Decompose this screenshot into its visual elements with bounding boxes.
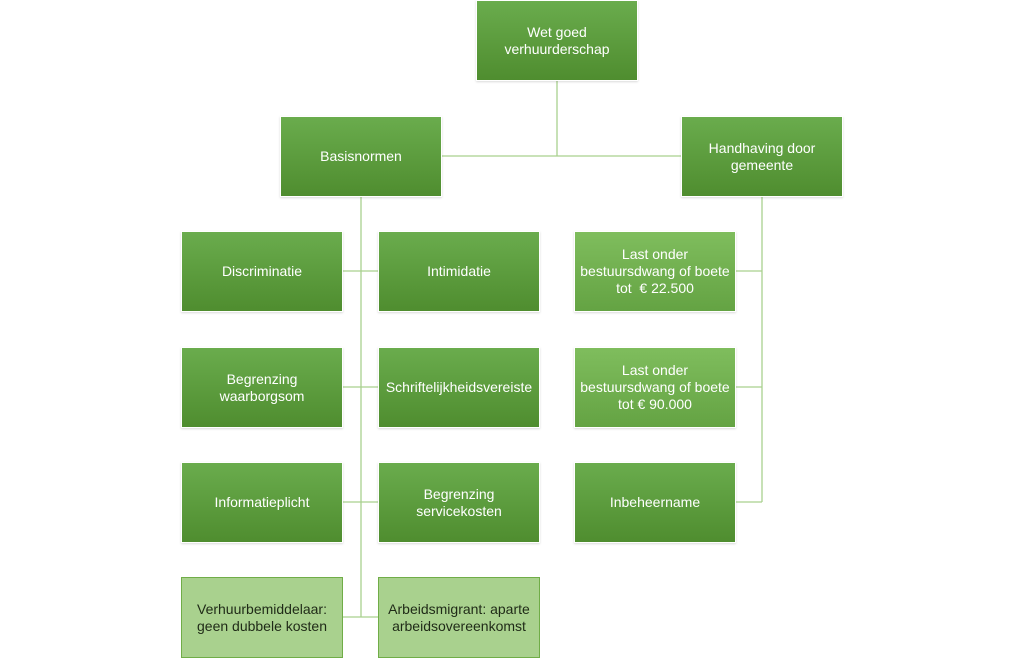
node-handhaving-door-gemeente: Handhaving door gemeente: [681, 116, 843, 197]
node-label-line: Arbeidsmigrant: aparte: [388, 600, 530, 617]
node-label: Intimidatie: [427, 263, 491, 279]
node-last-onder-bestuursdwang-90000: Last onder bestuursdwang of boete tot € …: [574, 347, 736, 428]
node-label-line: tot € 22.500: [616, 280, 694, 296]
node-inbeheername: Inbeheername: [574, 462, 736, 543]
node-label-line: Begrenzing: [226, 370, 298, 387]
node-label-line: Last onder: [621, 362, 689, 378]
node-label-line: gemeente: [730, 156, 794, 173]
node-label-line: Handhaving door: [708, 139, 816, 156]
node-label: Discriminatie: [221, 263, 303, 279]
node-label-line: geen dubbele kosten: [197, 617, 327, 634]
node-last-onder-bestuursdwang-22500: Last onder bestuursdwang of boete tot € …: [574, 231, 736, 312]
node-informatieplicht: Informatieplicht: [181, 462, 343, 543]
node-verhuurbemiddelaar: Verhuurbemiddelaar: geen dubbele kosten: [181, 577, 343, 658]
node-basisnormen: Basisnormen: [280, 116, 442, 197]
node-label-line: verhuurderschap: [504, 40, 610, 57]
node-label-line: bestuursdwang of boete: [580, 263, 730, 279]
node-label-line: waarborgsom: [219, 387, 305, 404]
node-wet-goed-verhuurderschap: Wet goed verhuurderschap: [476, 0, 638, 81]
node-schriftelijkheidsvereiste: Schriftelijkheidsvereiste: [378, 347, 540, 428]
node-label-line: Last onder: [621, 246, 689, 262]
node-label-line: Verhuurbemiddelaar:: [197, 600, 327, 617]
node-label: Begrenzing servicekosten: [416, 485, 502, 519]
node-label: Inbeheername: [609, 494, 701, 510]
node-intimidatie: Intimidatie: [378, 231, 540, 312]
node-label: Basisnormen: [320, 148, 402, 164]
node-begrenzing-waarborgsom: Begrenzing waarborgsom: [181, 347, 343, 428]
node-label-line: arbeidsovereenkomst: [392, 617, 526, 634]
node-label: Informatieplicht: [214, 494, 310, 510]
node-label-line: bestuursdwang of boete: [580, 379, 730, 395]
node-begrenzing-servicekosten: Begrenzing servicekosten: [378, 462, 540, 543]
node-label: Schriftelijkheidsvereiste: [385, 379, 533, 395]
node-arbeidsmigrant: Arbeidsmigrant: aparte arbeidsovereenkom…: [378, 577, 540, 658]
node-discriminatie: Discriminatie: [181, 231, 343, 312]
node-label-line: Wet goed: [527, 23, 587, 40]
node-label-line: tot € 90.000: [618, 396, 692, 412]
